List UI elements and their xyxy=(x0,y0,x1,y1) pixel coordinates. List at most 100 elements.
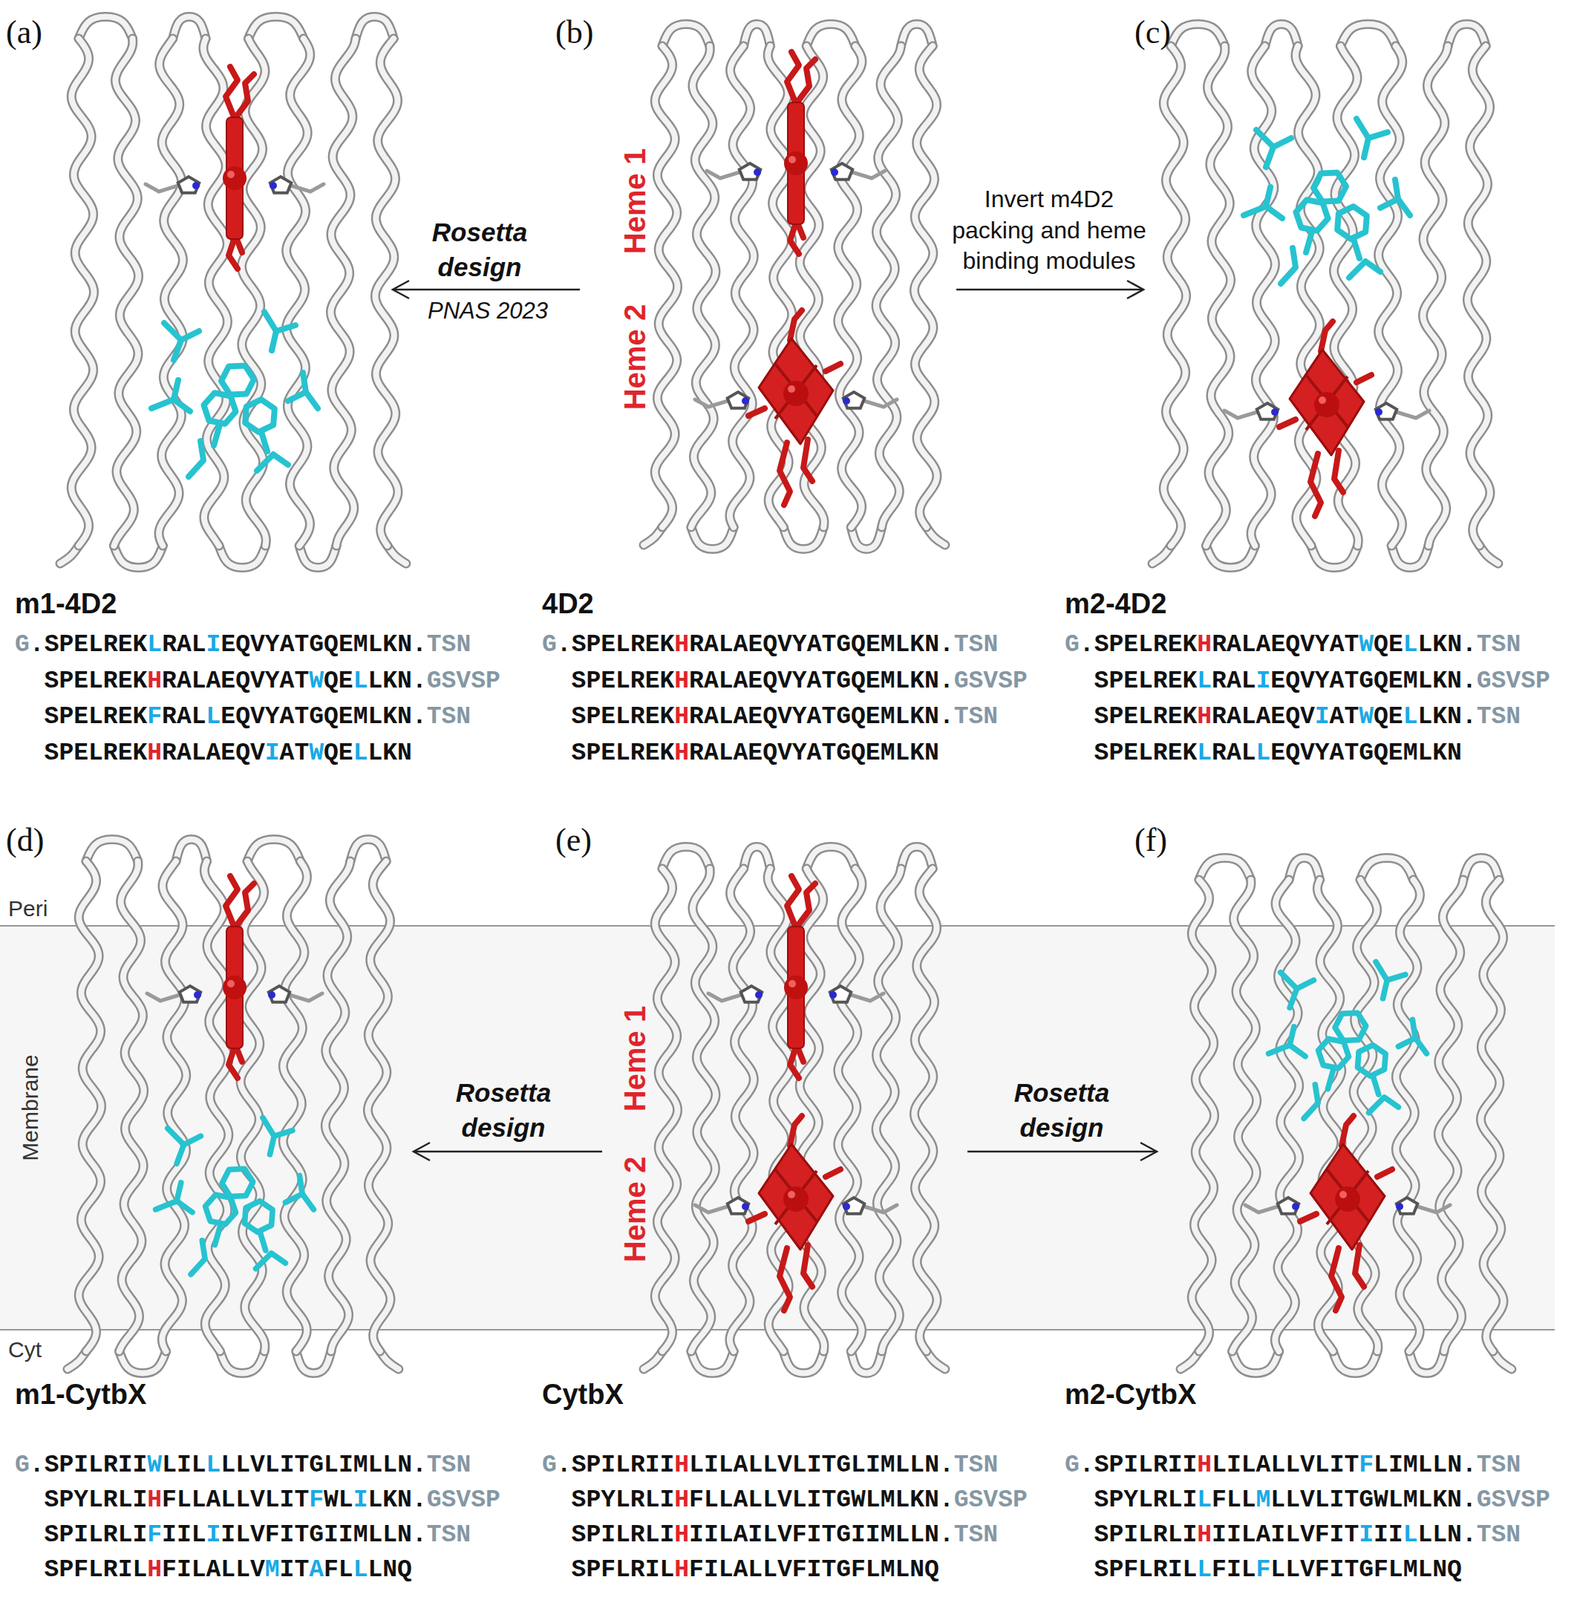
residue: L xyxy=(1182,1556,1197,1584)
panel-letter: (f) xyxy=(1134,821,1168,861)
residue: P xyxy=(1108,667,1124,695)
residue: E xyxy=(1167,631,1183,659)
residue: L xyxy=(235,1451,251,1480)
residue: S xyxy=(44,631,60,659)
helix xyxy=(1191,879,1214,1352)
heme-edge-on xyxy=(784,51,816,254)
residue: . xyxy=(412,1486,427,1514)
residue: N xyxy=(924,703,940,731)
residue: K xyxy=(909,739,925,767)
residue: I xyxy=(73,1521,89,1549)
residue: L xyxy=(1196,1556,1212,1584)
residue: Y xyxy=(73,1486,89,1514)
residue: K xyxy=(659,703,675,731)
residue: Q xyxy=(1285,739,1301,767)
sequence-line: SPYLRLIHFLLALLVLITFWLILKN.GSVSP xyxy=(14,1485,501,1516)
residue: L xyxy=(718,631,734,659)
residue: G xyxy=(308,1451,324,1480)
side-label: Peri xyxy=(8,895,48,923)
residue: P xyxy=(1108,703,1124,731)
residue: I xyxy=(1167,1451,1183,1480)
residue: H xyxy=(674,1486,690,1514)
residue: S xyxy=(1520,1486,1536,1514)
residue: A xyxy=(733,631,749,659)
propionate-stick xyxy=(1341,1115,1354,1146)
residue: N xyxy=(397,1486,413,1514)
residue: R xyxy=(103,667,119,695)
residue: E xyxy=(600,703,616,731)
residue: I xyxy=(1373,1521,1389,1549)
residue: S xyxy=(1094,667,1110,695)
helix xyxy=(838,868,863,1352)
residue: S xyxy=(470,1486,486,1514)
iron-atom xyxy=(783,1186,809,1212)
residue: A xyxy=(1256,703,1272,731)
helix xyxy=(1163,46,1186,546)
residue: I xyxy=(865,1521,881,1549)
propionate-stick xyxy=(1356,374,1372,383)
residue: V xyxy=(250,631,266,659)
residue-stick xyxy=(288,392,318,409)
panel-letter: (d) xyxy=(5,821,44,861)
arrow-label: Invert m4D2 packing and heme binding mod… xyxy=(945,184,1154,277)
residue: E xyxy=(220,631,236,659)
residue: . xyxy=(939,631,955,659)
residue: V xyxy=(983,1486,998,1514)
iron-highlight xyxy=(1318,396,1327,404)
residue-stick xyxy=(1353,239,1360,259)
residue: V xyxy=(1300,1451,1315,1480)
residue: S xyxy=(1520,667,1536,695)
residue: R xyxy=(630,1521,646,1549)
residue: L xyxy=(235,1521,251,1549)
residue: A xyxy=(733,1521,749,1549)
helix xyxy=(204,861,229,1352)
residue: T xyxy=(954,1521,969,1549)
residue: I xyxy=(645,1451,661,1480)
heme-face-on xyxy=(748,310,841,505)
residue: K xyxy=(382,1486,398,1514)
residue: I xyxy=(807,1521,822,1549)
loop xyxy=(901,847,934,869)
residue: E xyxy=(1388,667,1404,695)
residue-stick xyxy=(264,311,296,332)
residue: Y xyxy=(265,631,280,659)
residue: . xyxy=(29,631,45,659)
residue: I xyxy=(1226,1451,1242,1480)
residue: I xyxy=(1123,1451,1139,1480)
loop xyxy=(355,17,394,39)
residue: I xyxy=(645,1556,661,1584)
residue: E xyxy=(1270,667,1286,695)
residue: L xyxy=(615,1556,631,1584)
residue: L xyxy=(894,1556,910,1584)
loop xyxy=(1340,24,1396,47)
aromatic-ring xyxy=(1334,1012,1367,1041)
heme-face-on xyxy=(1279,321,1372,517)
residue: I xyxy=(659,1486,675,1514)
residue: E xyxy=(865,703,881,731)
histidine-ring xyxy=(831,163,854,180)
sequence-line: G.SPELREKLRALIEQVYATGQEMLKN.TSN xyxy=(14,630,471,661)
residue: L xyxy=(382,1451,398,1480)
loop xyxy=(1409,1351,1445,1373)
residue: E xyxy=(1270,739,1286,767)
residue: A xyxy=(703,667,719,695)
residue: . xyxy=(939,1521,955,1549)
residue-stick xyxy=(299,1175,303,1194)
residue: T xyxy=(426,631,442,659)
residue: L xyxy=(1314,1486,1330,1514)
residue: L xyxy=(191,667,207,695)
residue: L xyxy=(718,1451,734,1480)
side-label: Cyt xyxy=(8,1336,42,1364)
residue: E xyxy=(220,667,236,695)
residue: A xyxy=(1226,703,1242,731)
residue: M xyxy=(353,1451,369,1480)
helix xyxy=(325,861,350,1352)
residue: A xyxy=(733,1486,749,1514)
helix xyxy=(1251,46,1275,546)
loop xyxy=(219,545,266,568)
heme-label: Heme 1 xyxy=(617,148,653,254)
residue: V xyxy=(983,667,998,695)
residue: S xyxy=(1491,1521,1507,1549)
helix xyxy=(1395,879,1420,1352)
residue: L xyxy=(894,667,910,695)
